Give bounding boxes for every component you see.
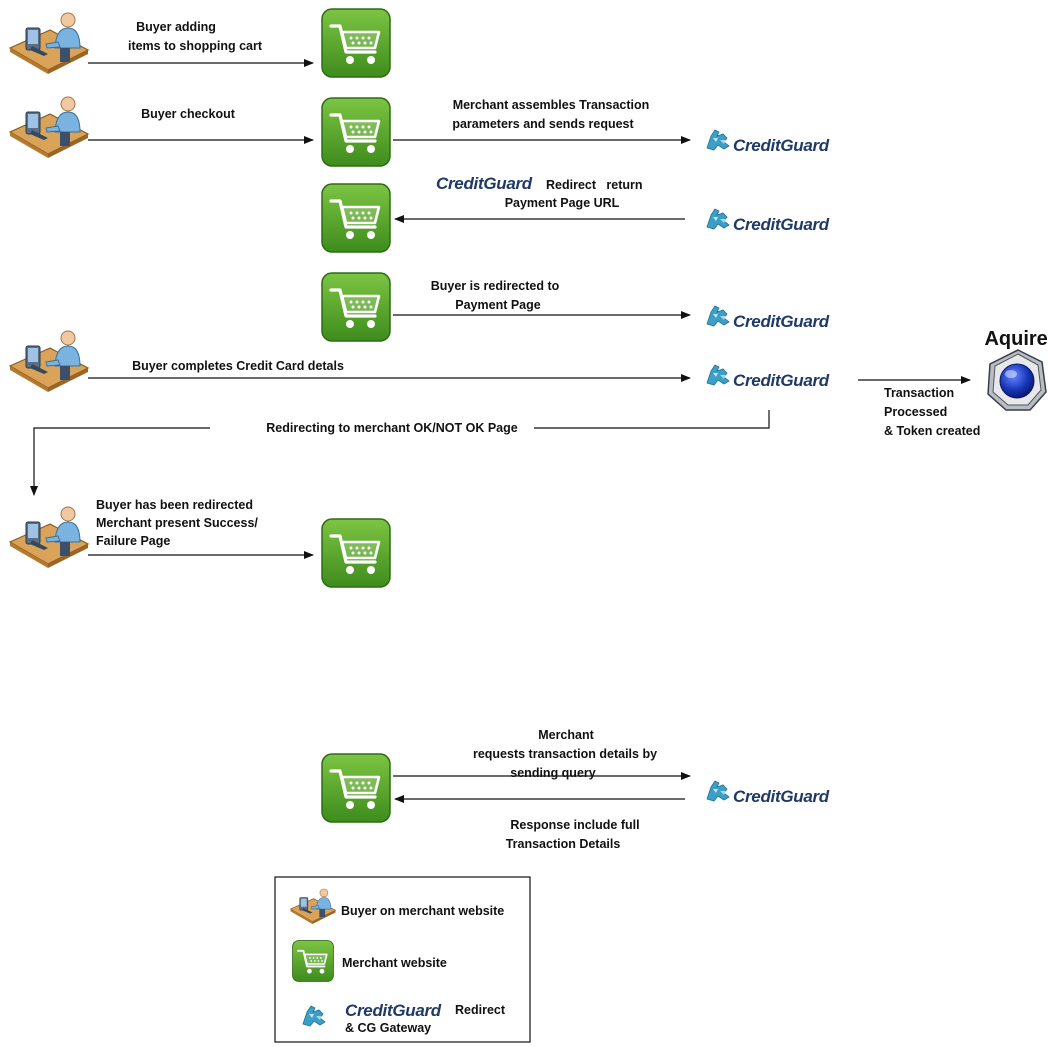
cart-icon-3 bbox=[321, 183, 391, 253]
legend-cg-brand: CreditGuard bbox=[345, 1001, 442, 1020]
creditguard-mark-icon bbox=[706, 305, 730, 327]
label-step7: Redirecting to merchant OK/NOT OK Page bbox=[266, 421, 517, 435]
creditguard-wordmark: CreditGuard bbox=[733, 787, 830, 806]
label-step4-line2: Payment Page URL bbox=[505, 196, 620, 210]
cart-icon-4 bbox=[321, 272, 391, 342]
cart-icon-2 bbox=[321, 97, 391, 167]
creditguard-wordmark: CreditGuard bbox=[733, 136, 830, 155]
creditguard-mark-icon bbox=[706, 780, 730, 802]
query-label-line3: sending query bbox=[510, 766, 595, 780]
creditguard-logo-5: CreditGuard bbox=[706, 780, 830, 806]
legend-merchant-label: Merchant website bbox=[342, 956, 447, 970]
legend-buyer-label: Buyer on merchant website bbox=[341, 904, 504, 918]
buyer-icon-2 bbox=[9, 96, 89, 158]
redirect-connector-left bbox=[30, 427, 210, 496]
buyer-icon-3 bbox=[9, 330, 89, 392]
legend-cg-label-line2: & CG Gateway bbox=[345, 1021, 431, 1035]
label-step4-line1: Redirect return bbox=[546, 178, 643, 192]
legend-cart-icon bbox=[291, 940, 335, 982]
legend-cg-label-line1: Redirect bbox=[455, 1003, 506, 1017]
cart-icon-6 bbox=[321, 753, 391, 823]
acquirer-label-line2: Processed bbox=[884, 405, 947, 419]
label-step5-line2: Payment Page bbox=[455, 298, 541, 312]
label-step1-line1: Buyer adding bbox=[136, 20, 216, 34]
acquirer-label-line3: & Token created bbox=[884, 424, 980, 438]
legend: Buyer on merchant website Merchant websi… bbox=[274, 876, 531, 1043]
acquirer-label-line1: Transaction bbox=[884, 386, 954, 400]
acquirer-sphere-icon bbox=[987, 349, 1047, 411]
response-label-line1: Response include full bbox=[510, 818, 639, 832]
label-step4-brand: CreditGuard bbox=[436, 174, 533, 193]
label-step2: Buyer checkout bbox=[141, 107, 236, 121]
label-step8-line3: Failure Page bbox=[96, 534, 170, 548]
creditguard-mark-icon bbox=[706, 129, 730, 151]
creditguard-wordmark: CreditGuard bbox=[733, 215, 830, 234]
buyer-icon-4 bbox=[9, 506, 89, 568]
acquirer-title: Aquirer bbox=[984, 328, 1049, 350]
query-label-line1: Merchant bbox=[538, 728, 594, 742]
label-step3-line1: Merchant assembles Transaction bbox=[453, 98, 650, 112]
cart-icon-1 bbox=[321, 8, 391, 78]
creditguard-logo-3: CreditGuard bbox=[706, 305, 830, 331]
creditguard-logo-2: CreditGuard bbox=[706, 208, 830, 234]
creditguard-mark-icon bbox=[706, 208, 730, 230]
redirect-connector-right bbox=[534, 410, 770, 429]
creditguard-wordmark: CreditGuard bbox=[733, 312, 830, 331]
label-step5-line1: Buyer is redirected to bbox=[431, 279, 560, 293]
creditguard-logo-4: CreditGuard bbox=[706, 364, 830, 390]
label-step8-line2: Merchant present Success/ bbox=[96, 516, 258, 530]
label-step8-line1: Buyer has been redirected bbox=[96, 498, 253, 512]
creditguard-wordmark: CreditGuard bbox=[733, 371, 830, 390]
response-label-line2: Transaction Details bbox=[506, 837, 621, 851]
label-step3-line2: parameters and sends request bbox=[452, 117, 634, 131]
buyer-icon-1 bbox=[9, 12, 89, 74]
creditguard-mark-icon bbox=[706, 364, 730, 386]
creditguard-logo-1: CreditGuard bbox=[706, 129, 830, 155]
label-step1-line2: items to shopping cart bbox=[128, 39, 263, 53]
cart-icon-5 bbox=[321, 518, 391, 588]
label-step6: Buyer completes Credit Card detals bbox=[132, 359, 344, 373]
query-label-line2: requests transaction details by bbox=[473, 747, 657, 761]
